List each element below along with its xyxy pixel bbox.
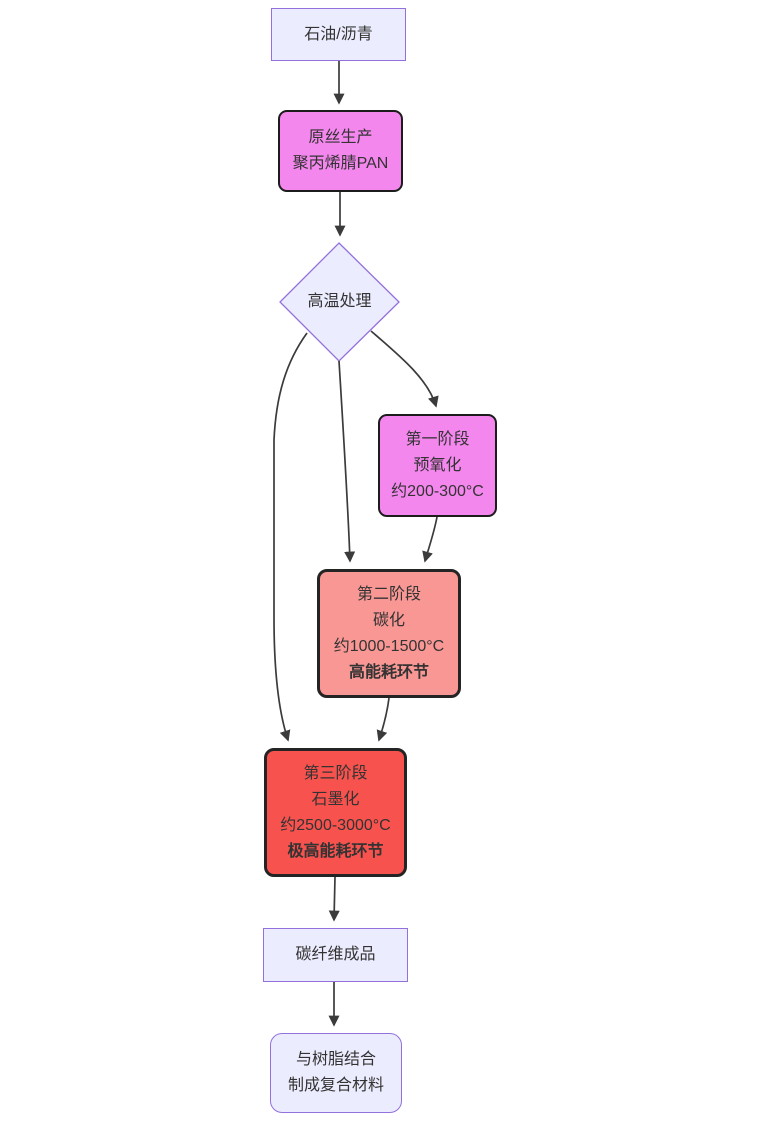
node-label-line: 石墨化 xyxy=(311,790,360,808)
node-label-line: 第一阶段 xyxy=(405,430,470,448)
edge-stage3-to-product xyxy=(328,876,340,922)
node-stage2-carbonization: 第二阶段 碳化 约1000-1500°C 高能耗环节 xyxy=(317,569,461,698)
edge-decision-to-stage1 xyxy=(370,330,439,408)
node-composite-material: 与树脂结合 制成复合材料 xyxy=(270,1033,402,1113)
node-label-line: 第三阶段 xyxy=(303,764,368,782)
node-label-line: 第二阶段 xyxy=(356,585,421,603)
node-label-line-emphasis: 极高能耗环节 xyxy=(287,842,384,860)
edge-stage1-to-stage2 xyxy=(422,516,438,563)
node-label-line: 约200-300°C xyxy=(391,482,484,500)
edge-stage2-to-stage3 xyxy=(376,697,390,742)
node-label-line: 约2500-3000°C xyxy=(280,816,391,834)
node-precursor-production: 原丝生产 聚丙烯腈PAN xyxy=(278,110,403,192)
node-label-line: 约1000-1500°C xyxy=(333,637,445,655)
node-label-line: 与树脂结合 xyxy=(295,1051,376,1068)
node-label-line: 预氧化 xyxy=(413,456,462,474)
node-label-line: 聚丙烯腈PAN xyxy=(292,155,389,172)
node-stage3-graphitization: 第三阶段 石墨化 约2500-3000°C 极高能耗环节 xyxy=(264,748,407,877)
node-decision-high-temp-treatment: 高温处理 xyxy=(280,243,399,361)
node-label: 石油/沥青 xyxy=(304,25,373,43)
node-petroleum-source: 石油/沥青 xyxy=(271,8,406,61)
edge-decision-to-stage2 xyxy=(338,360,356,563)
node-stage1-preoxidation: 第一阶段 预氧化 约200-300°C xyxy=(378,414,497,517)
node-label-line: 制成复合材料 xyxy=(287,1077,384,1094)
node-label-line-emphasis: 高能耗环节 xyxy=(348,663,429,681)
node-carbon-fiber-product: 碳纤维成品 xyxy=(263,928,408,982)
node-label: 碳纤维成品 xyxy=(295,946,376,963)
node-label: 高温处理 xyxy=(307,293,372,310)
edge-decision-to-stage3 xyxy=(273,332,308,742)
node-label-line: 碳化 xyxy=(372,611,405,629)
node-label-line: 原丝生产 xyxy=(308,129,373,146)
